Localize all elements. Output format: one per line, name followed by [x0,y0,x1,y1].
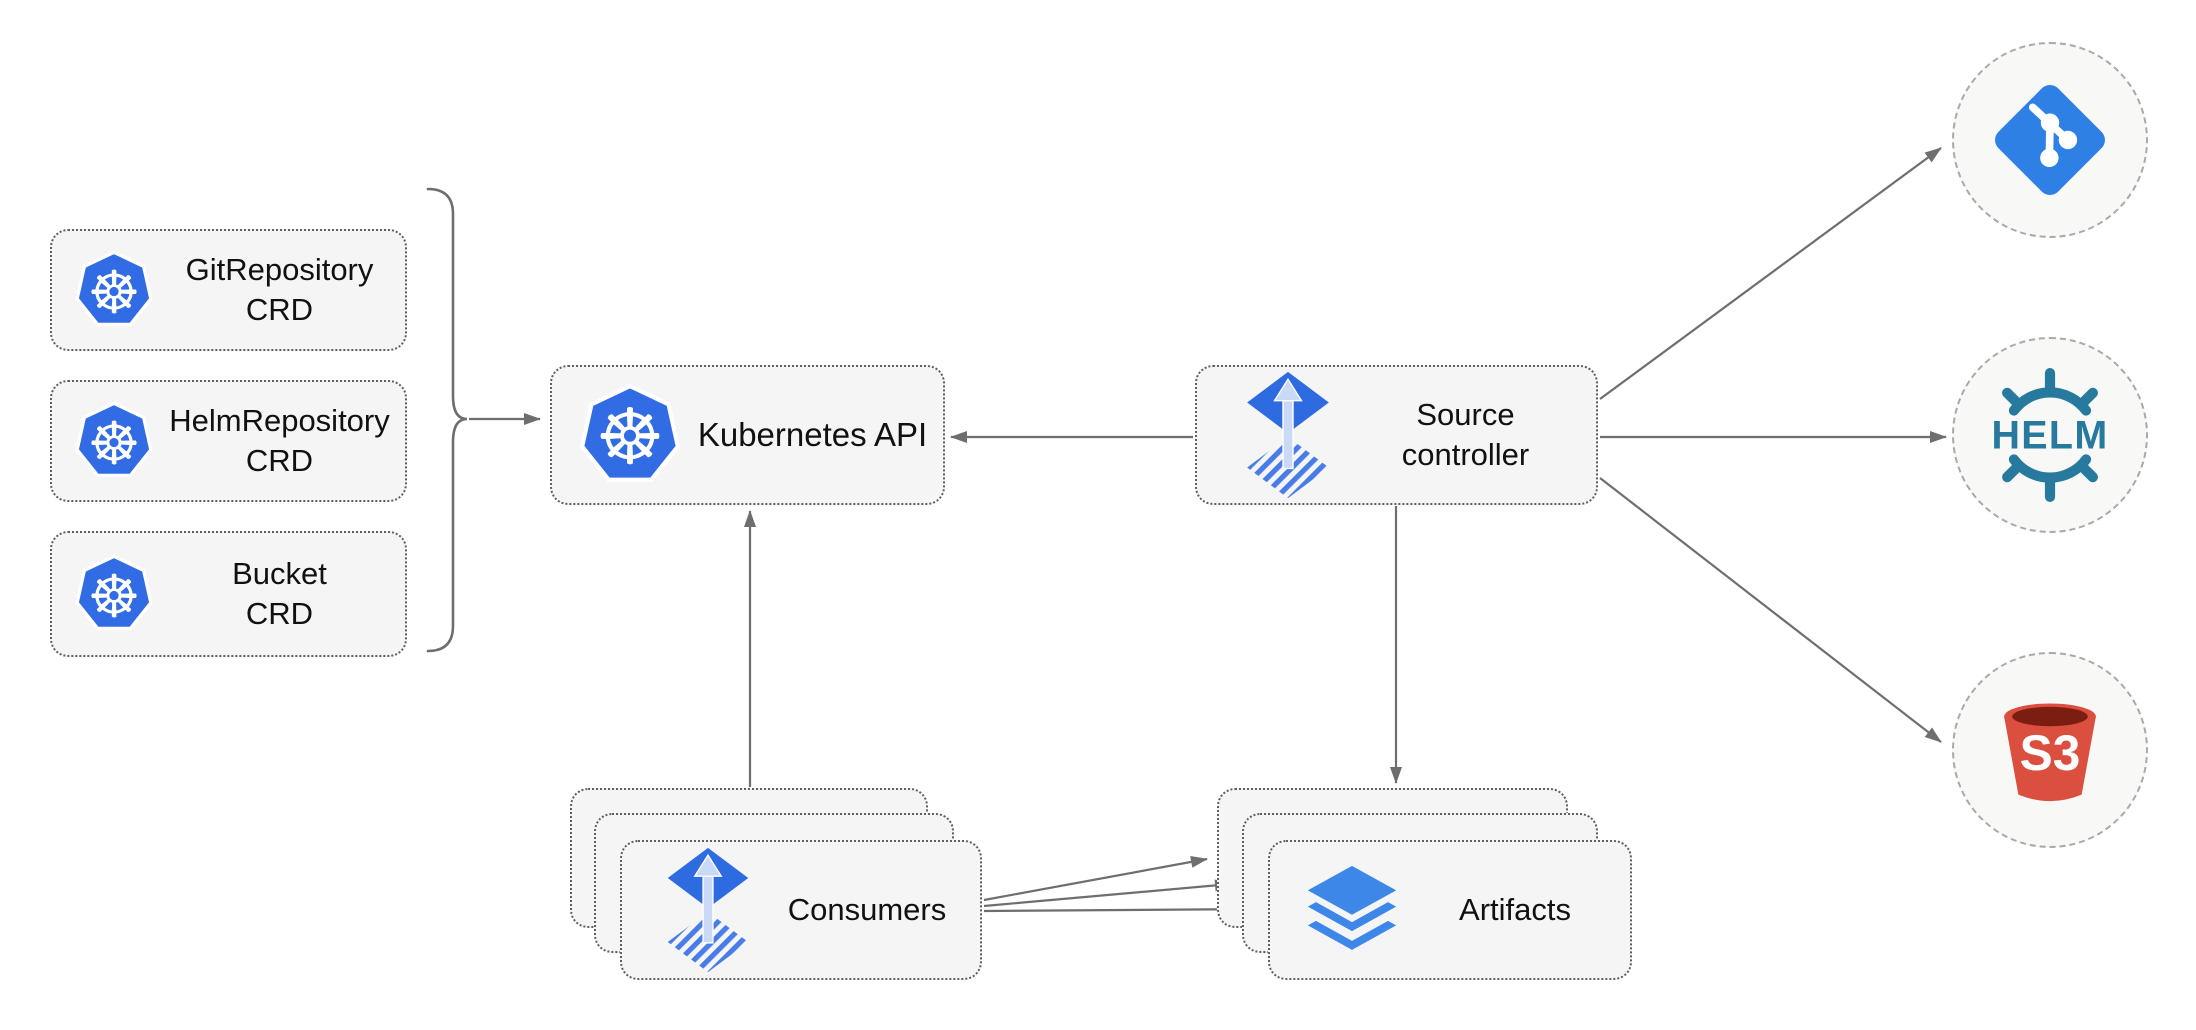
helmrepository-crd-box: HelmRepository CRD [50,380,407,502]
source-controller-label: Source controller [1335,395,1596,474]
source-controller-label-line2: controller [1401,437,1530,472]
kubernetes-api-label: Kubernetes API [697,415,928,453]
flux-icon [662,846,754,974]
gitrepository-crd-label-line1: GitRepository [185,252,374,288]
s3-bucket-icon [1988,688,2112,812]
gitrepository-crd-label: GitRepository CRD [154,250,405,329]
bucket-crd-box: Bucket CRD [50,531,407,657]
kubernetes-icon [74,401,154,481]
flux-icon [1241,370,1335,500]
bucket-crd-label: Bucket CRD [154,554,405,633]
artifacts-box: Artifacts [1268,840,1632,980]
artifacts-label: Artifacts [1459,892,1571,928]
kubernetes-icon [578,383,682,487]
source-controller-label-line1: Source [1416,397,1515,433]
kubernetes-icon [74,250,154,330]
kubernetes-api-box: Kubernetes API [550,365,945,505]
s3-source-node [1952,652,2148,848]
git-source-node [1952,42,2148,238]
helmrepository-crd-label: HelmRepository CRD [154,401,405,480]
arrow-consumers-to-artifacts-1 [983,855,1208,902]
source-controller-box: Source controller [1195,365,1598,505]
gitrepository-crd-box: GitRepository CRD [50,229,407,351]
gitrepository-crd-label-line2: CRD [245,292,314,327]
helm-icon [1982,367,2118,503]
helmrepository-crd-label-line2: CRD [245,443,314,478]
consumers-label: Consumers [787,892,947,928]
arrow-consumers-to-artifacts-2 [983,879,1232,908]
arrow-source-controller-to-git [1599,147,1942,400]
arrow-consumers-to-artifacts-3 [983,903,1263,916]
bucket-crd-label-line2: CRD [245,596,314,631]
git-icon [1986,76,2114,204]
arrow-source-controller-to-s3 [1599,477,1942,743]
consumers-box: Consumers [620,840,982,980]
bucket-crd-label-line1: Bucket [232,556,327,592]
kubernetes-icon [74,554,154,634]
crd-group-brace [426,187,468,653]
helmrepository-crd-label-line1: HelmRepository [169,403,390,439]
helm-source-node [1952,337,2148,533]
layers-icon [1304,862,1400,958]
